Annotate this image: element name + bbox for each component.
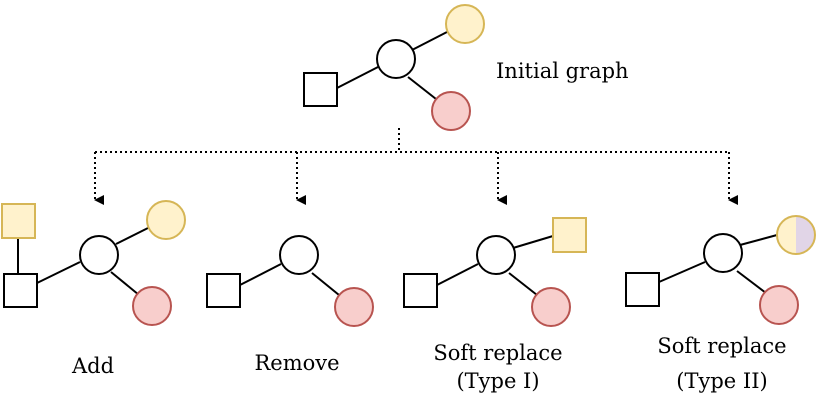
edge-center-red <box>736 270 767 294</box>
replaced-yellow-square-node <box>552 217 587 253</box>
red-node <box>132 286 172 326</box>
yellow-node <box>146 200 186 240</box>
edge-center-yellow <box>411 31 448 51</box>
edge-center-yellow-square <box>512 235 554 249</box>
center-node <box>279 235 319 275</box>
initial-graph: Initial graph <box>303 4 629 131</box>
edge-center-red <box>508 272 538 296</box>
label-initial-graph: Initial graph <box>496 59 629 83</box>
center-node <box>376 39 416 79</box>
red-node <box>531 287 571 327</box>
red-node <box>759 285 799 325</box>
edge-center-red <box>407 76 437 100</box>
edge-center-red <box>311 272 340 296</box>
yellow-node <box>445 4 485 44</box>
red-node <box>431 91 471 131</box>
center-node <box>476 235 516 275</box>
label-type-1: (Type I) <box>456 369 539 393</box>
connector-tree <box>94 128 738 205</box>
red-node <box>334 287 374 327</box>
edge-center-split <box>739 234 778 246</box>
edge-square-center <box>436 263 479 286</box>
square-node <box>625 272 660 307</box>
split-node-border <box>776 215 816 255</box>
graph-add: Add <box>1 200 186 378</box>
split-yellow-purple-node <box>776 215 816 255</box>
split-node-yellow-half <box>777 216 796 254</box>
edge-center-red <box>110 271 140 296</box>
graph-soft-replace-type-2: Soft replace (Type II) <box>625 215 816 393</box>
graph-remove: Remove <box>206 235 374 375</box>
center-node <box>703 233 743 273</box>
edge-square-center <box>658 261 706 283</box>
added-yellow-square-node <box>1 203 36 239</box>
split-node-purple-half <box>796 216 815 254</box>
label-soft-replace-2: Soft replace <box>657 334 786 358</box>
square-node <box>3 273 38 308</box>
edge-center-yellow <box>115 227 149 245</box>
edge-square-center <box>36 261 81 284</box>
square-node <box>303 72 338 107</box>
label-add: Add <box>71 354 114 378</box>
label-remove: Remove <box>254 351 339 375</box>
edge-square-center <box>336 66 379 89</box>
square-node <box>206 273 241 308</box>
label-type-2: (Type II) <box>676 369 767 393</box>
edge-square-center <box>239 263 282 286</box>
graph-soft-replace-type-1: Soft replace (Type I) <box>403 217 587 393</box>
center-node <box>79 235 119 275</box>
square-node <box>403 273 438 308</box>
label-soft-replace-1: Soft replace <box>433 341 562 365</box>
